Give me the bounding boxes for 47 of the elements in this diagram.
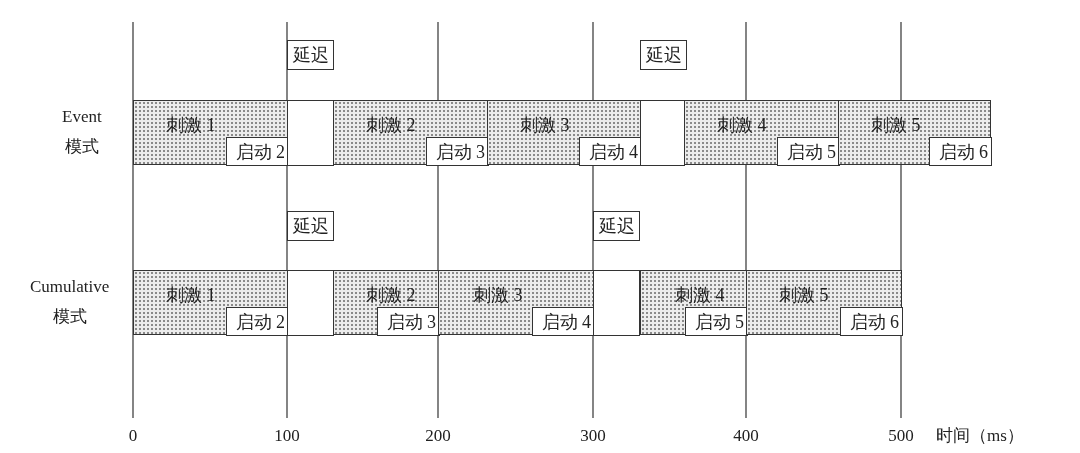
onset-box: 启动 3 xyxy=(426,137,489,166)
stimulus-bar xyxy=(487,100,641,165)
row-label: Cumulative 模式 xyxy=(30,276,110,328)
delay-box: 延迟 xyxy=(287,211,334,241)
empty-slot xyxy=(640,100,685,166)
stimulus-label: 刺激 3 xyxy=(520,114,570,137)
onset-box: 启动 6 xyxy=(840,307,903,336)
stimulus-label: 刺激 1 xyxy=(166,284,216,307)
delay-box: 延迟 xyxy=(287,40,334,70)
stimulus-label: 刺激 3 xyxy=(473,284,523,307)
stimulus-label: 刺激 4 xyxy=(717,114,767,137)
axis-tick-label: 100 xyxy=(273,425,301,447)
stimulus-bar xyxy=(333,100,488,165)
stimulus-bar xyxy=(333,270,439,335)
axis-tick-label: 300 xyxy=(579,425,607,447)
delay-box: 延迟 xyxy=(593,211,640,241)
axis-tick-label: 0 xyxy=(127,425,139,447)
stimulus-label: 刺激 1 xyxy=(166,114,216,137)
axis-tick-label: 500 xyxy=(887,425,915,447)
axis-title: 时间（ms） xyxy=(935,425,1025,447)
onset-box: 启动 6 xyxy=(929,137,992,166)
stimulus-bar xyxy=(133,270,288,335)
empty-slot xyxy=(287,270,334,336)
stimulus-label: 刺激 2 xyxy=(366,114,416,137)
stimulus-label: 刺激 5 xyxy=(779,284,829,307)
stimulus-bar xyxy=(133,100,288,165)
stimulus-label: 刺激 5 xyxy=(871,114,921,137)
stimulus-bar xyxy=(838,100,991,165)
empty-slot xyxy=(593,270,640,336)
empty-slot xyxy=(287,100,334,166)
onset-box: 启动 5 xyxy=(777,137,840,166)
axis-tick-label: 200 xyxy=(424,425,452,447)
delay-box: 延迟 xyxy=(640,40,687,70)
onset-box: 启动 3 xyxy=(377,307,440,336)
onset-box: 启动 5 xyxy=(685,307,748,336)
stimulus-bar xyxy=(438,270,594,335)
stimulus-bar xyxy=(640,270,747,335)
stimulus-label: 刺激 4 xyxy=(675,284,725,307)
stimulus-bar xyxy=(746,270,902,335)
onset-box: 启动 4 xyxy=(532,307,595,336)
stimulus-bar xyxy=(684,100,839,165)
row-label: Event 模式 xyxy=(62,106,102,158)
stimulus-label: 刺激 2 xyxy=(366,284,416,307)
onset-box: 启动 2 xyxy=(226,307,289,336)
onset-box: 启动 4 xyxy=(579,137,642,166)
axis-tick-label: 400 xyxy=(732,425,760,447)
onset-box: 启动 2 xyxy=(226,137,289,166)
